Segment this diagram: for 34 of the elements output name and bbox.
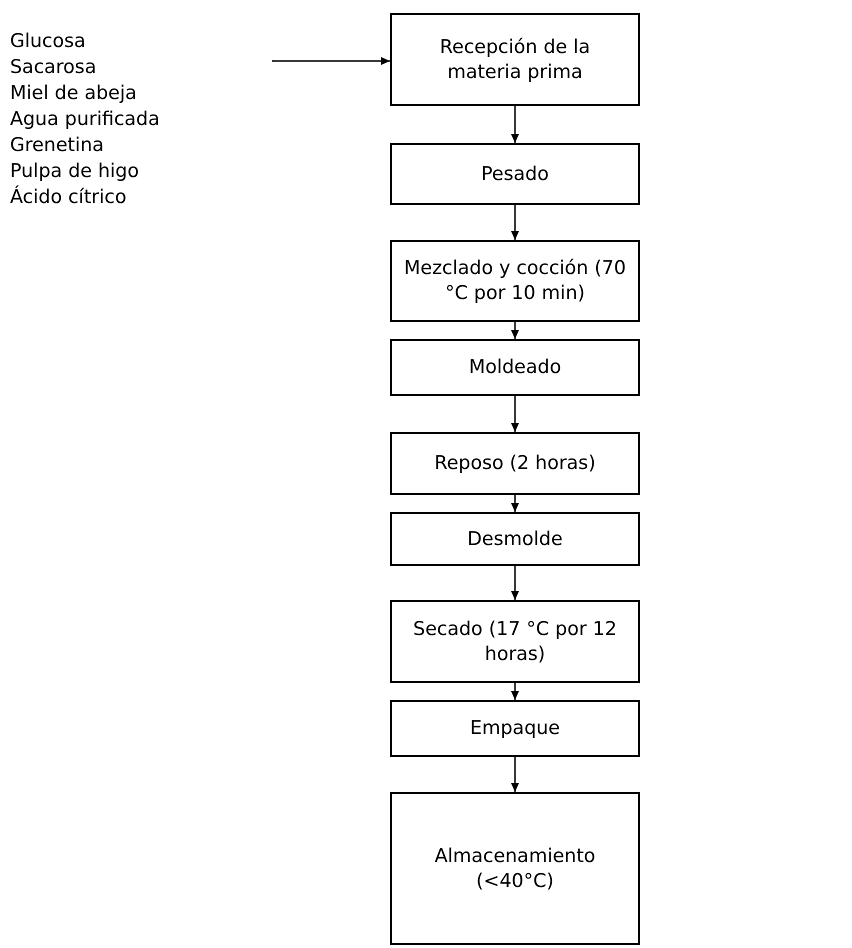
- step-text: Mezclado y cocción (70 °C por 10 min): [403, 256, 627, 306]
- arrow: [511, 205, 519, 240]
- step-text: Secado (17 °C por 12 horas): [412, 616, 618, 666]
- step-text: Recepción de la materia prima: [438, 34, 592, 84]
- arrow: [511, 322, 519, 339]
- arrow: [511, 757, 519, 792]
- arrow: [272, 57, 390, 65]
- step-text: Moldeado: [468, 355, 562, 380]
- arrow: [511, 106, 519, 143]
- ingredient-text: Ácido cítrico: [10, 184, 126, 210]
- process-box: [390, 13, 640, 106]
- ingredient-text: Agua purificada: [10, 107, 160, 132]
- step-text: Pesado: [481, 162, 549, 186]
- ingredient-text: Sacarosa: [10, 55, 96, 80]
- arrow: [511, 396, 519, 432]
- process-box: [390, 512, 640, 566]
- step-text: Reposo (2 horas): [434, 451, 596, 476]
- step-text: Empaque: [470, 716, 560, 741]
- process-box: [390, 143, 640, 205]
- process-box: [390, 600, 640, 683]
- ingredient-text: Glucosa: [10, 29, 86, 54]
- step-text: Almacenamiento (<40°C): [434, 844, 596, 894]
- process-box: [390, 700, 640, 757]
- ingredient-text: Pulpa de higo: [10, 159, 139, 184]
- arrow: [511, 495, 519, 512]
- arrow: [511, 683, 519, 700]
- process-box: [390, 792, 640, 945]
- process-box: [390, 432, 640, 495]
- process-box: [390, 339, 640, 396]
- ingredient-text: Miel de abeja: [10, 81, 137, 106]
- process-box: [390, 240, 640, 322]
- ingredient-text: Grenetina: [10, 133, 104, 158]
- arrow: [511, 566, 519, 600]
- step-text: Desmolde: [467, 526, 563, 552]
